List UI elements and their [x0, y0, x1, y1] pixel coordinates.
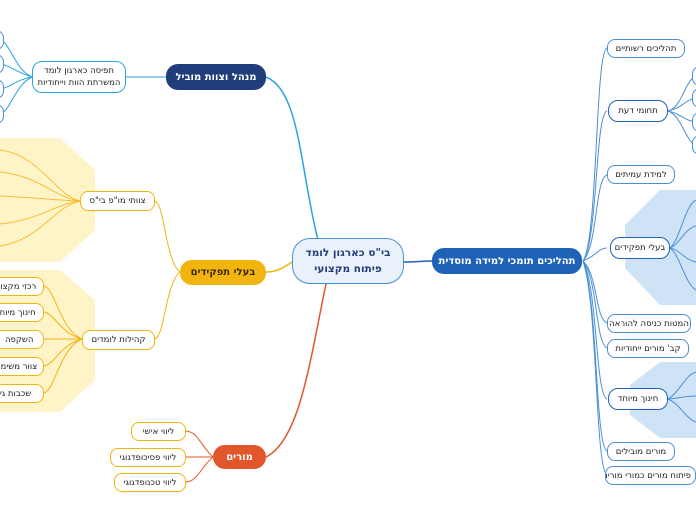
central-topic[interactable]: בי"ס כארגון לומד פיתוח מקצועי — [292, 238, 404, 284]
topic-processes[interactable]: תהליכים תומכי למידה מוסדית — [432, 248, 582, 274]
community-item-1[interactable]: רכזי מקצוע — [0, 277, 44, 296]
community-item-3[interactable]: השקפה — [0, 330, 44, 349]
central-line-1: בי"ס כארגון לומד — [305, 247, 391, 259]
community-item-2[interactable]: חינוך מיוחד — [0, 303, 44, 322]
process-knowledge[interactable]: תחומי דעת — [608, 100, 668, 122]
community-item-4[interactable]: צוור משימה — [0, 357, 44, 376]
process-induction[interactable]: המטות כניסה להוראה — [607, 314, 691, 333]
edge-central-processes — [403, 260, 433, 263]
teacher-item-3[interactable]: ליווי טכנופדגוגי — [114, 473, 186, 492]
process-admin[interactable]: תהליכים רשותיים — [607, 39, 685, 58]
process-mentors[interactable]: פיתוח מורים כמורי מורים — [605, 466, 696, 485]
teacher-item-1[interactable]: ליווי אישי — [131, 422, 186, 441]
topic-teachers[interactable]: מורים — [213, 445, 266, 469]
edge-central-teachers — [265, 283, 327, 458]
topic-management[interactable]: מנהל וצוות מוביל — [166, 64, 266, 90]
community-item-5[interactable]: שכבות גיל — [0, 384, 44, 403]
edge-roles-staff — [154, 200, 181, 273]
process-leading-teachers[interactable]: מורים מובילים — [607, 442, 675, 461]
edge-roles-communities — [154, 271, 181, 340]
yellow-shade-staff — [0, 138, 95, 262]
role-communities[interactable]: קהילות לומדים — [82, 330, 155, 350]
role-staff[interactable]: צוותי מו"פ בי"ס — [80, 191, 155, 211]
edge-central-roles — [265, 261, 293, 273]
process-special-teachers[interactable]: קב' מורים ייחודיות — [607, 339, 689, 358]
process-special-ed[interactable]: חינוך מיוחד — [608, 388, 668, 410]
management-perception[interactable]: תפיסה כארגון לומד המשרתת הוות וייחודיות — [32, 61, 126, 93]
topic-role-holders[interactable]: בעלי תפקידים — [180, 260, 266, 285]
edge-central-management — [265, 76, 319, 241]
central-line-2: פיתוח מקצועי — [314, 263, 382, 275]
teacher-item-2[interactable]: ליווי פסיכופדגוגי — [110, 448, 186, 467]
process-roles[interactable]: בעלי תפקידים — [610, 237, 670, 259]
process-peers[interactable]: למידת עמיתים — [607, 165, 675, 184]
